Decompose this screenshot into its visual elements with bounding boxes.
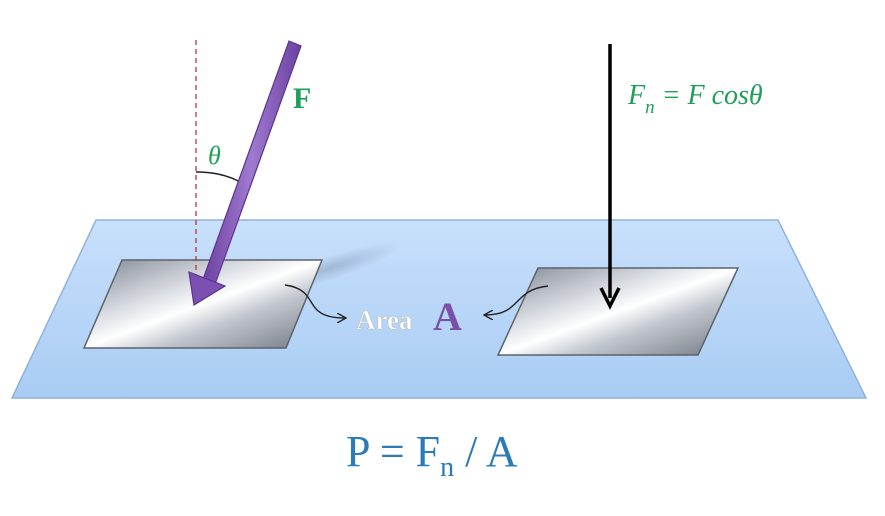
area-pointer-right [485,285,549,315]
force-label: F [293,82,311,115]
angle-arc [195,171,241,183]
pressure-equation: P = Fn / A [346,427,518,483]
normal-force-arrow [599,44,621,310]
normal-force-formula: Fn = F cosθ [627,80,763,118]
equation-subscript: n [440,452,454,483]
force-arrow [188,40,302,306]
equation-left: P = F [346,427,440,476]
area-pointer-left [284,284,345,318]
area-plate-right [496,267,740,356]
angle-label: θ [208,141,221,170]
normal-force-symbol: F [627,80,646,111]
equation-right: / A [454,427,518,476]
normal-force-subscript: n [645,97,655,118]
area-symbol-label: A [433,294,462,339]
normal-force-rest: = F cosθ [655,80,763,111]
area-word-label: Area [356,305,413,335]
area-plate-left [82,259,324,349]
